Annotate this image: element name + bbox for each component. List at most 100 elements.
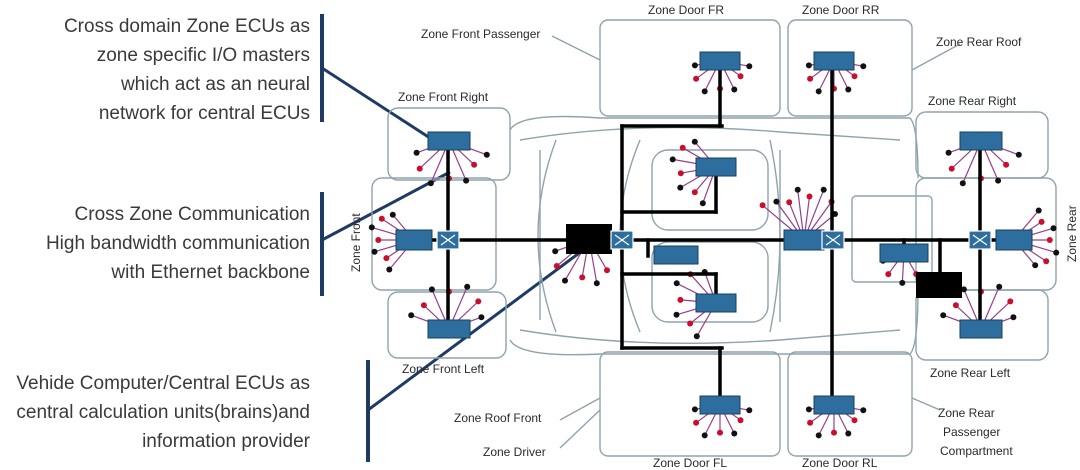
ecu-rear [995,229,1033,251]
sensor-dot [820,186,827,193]
sensor-dot [845,86,852,93]
sensor-dot [475,298,482,305]
label-rear-passenger-2: Passenger [943,425,1000,439]
sensor-dot [478,314,485,321]
sensor-dot [463,177,470,184]
sensor-dot [408,312,415,319]
sensor-dot [677,170,684,177]
switch-rear [968,230,992,250]
ecu-front-left [427,319,471,339]
sensor-dot [677,296,684,303]
sensor-dot [1010,314,1017,321]
label-door-fl: Zone Door FL [653,456,727,470]
sensor-dot [593,280,600,287]
sensor-dot [691,138,698,145]
sensor-dot [673,280,680,287]
sensor-dot [427,180,434,187]
sensor-dot [960,286,967,293]
ecu-roof [653,245,699,265]
sensor-dot [1015,151,1022,158]
sensor-dot [996,283,1003,290]
label-rear-left: Zone Rear Left [930,366,1011,380]
sensor-dot [731,86,738,93]
central-ecu-line-3: information provider [142,431,310,452]
sensor-dot [806,193,813,200]
sensor-dot [413,149,420,156]
sensor-dot [699,200,706,207]
backbone-line-3: with Ethernet backbone [111,262,310,283]
sensor-dot [673,311,680,318]
label-door-fr: Zone Door FR [648,3,724,17]
zone-ecu-annotation: Cross domain Zone ECUs as zone specific … [64,12,310,128]
sensor-dot [807,75,814,82]
sensor-dot [1007,298,1014,305]
sensor-dot [691,189,698,196]
sensor-dot [1043,258,1050,265]
central-ecu-annotation: Vehide Computer/Central ECUs as central … [16,369,310,456]
sensor-dot [693,333,700,340]
sensor-dot [807,419,814,426]
sensor-dot [851,417,858,424]
central-computer-rear [916,272,962,298]
backbone-annotation: Cross Zone Communication High bandwidth … [46,200,310,287]
sensor-dot [693,419,700,426]
ecu-door-fl [699,395,741,415]
zone-ecu-line-1: Cross domain Zone ECUs as [63,16,310,37]
sensor-dot [562,277,568,284]
sensor-dot [940,312,947,319]
ethernet-backbone [418,58,1002,410]
label-front-left: Zone Front Left [402,362,485,376]
sensor-dot [604,267,610,274]
label-front: Zone Front [349,213,363,272]
central-ecu-line-2: central calculation units(brains)and [16,402,310,423]
sensor-dot [389,211,396,218]
label-rear-passenger-3: Compartment [940,444,1013,458]
sensor-dot [731,430,738,437]
sensor-dot [851,73,858,80]
sensor-dot [701,88,708,95]
sensor-dot [471,161,478,168]
central-ecu-line-1: Vehide Computer/Central ECUs as [16,373,310,394]
label-roof-front: Zone Roof Front [454,411,542,425]
backbone-line-1: Cross Zone Communication [74,204,310,225]
sensor-dot [759,202,766,209]
sensor-dot [1038,218,1045,225]
sensor-dot [420,302,427,309]
sensor-dot [1053,249,1060,256]
zone-ecu-line-2: zone specific I/O masters [96,45,310,66]
label-rear-right: Zone Rear Right [928,94,1017,108]
sensor-dot [794,186,801,193]
sensor-dot [845,430,852,437]
sensor-dot [1032,262,1039,269]
sensor-dot [1035,207,1042,214]
sensor-dot [1046,237,1053,243]
ecu-door-rl [813,395,855,415]
sensor-dot [737,73,744,80]
sensor-dot [428,286,435,293]
label-door-rl: Zone Door RL [802,456,878,470]
sensor-dot [737,417,744,424]
sensor-dot [1050,225,1057,232]
sensor-dot [885,271,892,278]
sensor-dot [773,198,780,205]
ecu-driver [695,293,737,313]
label-front-passenger: Zone Front Passenger [421,27,540,41]
ecu-rear-right [959,131,1003,151]
sensor-dot [945,149,952,156]
sensor-dot [952,302,959,309]
sensor-dot [693,75,700,82]
zone-ecus [395,51,1033,415]
ecu-rear-left [959,319,1003,339]
sensor-dot [416,165,423,172]
sensor-dot [669,156,676,163]
sensor-dot [579,274,586,281]
sensor-dot [995,177,1002,184]
sensor-dot [552,248,559,255]
label-front-right: Zone Front Right [398,90,489,104]
sensor-dot [386,266,393,273]
sensor-dot [383,255,390,262]
sensor-dot [1003,161,1010,168]
ecu-door-rr [813,51,855,71]
label-rear-passenger-1: Zone Rear [938,406,995,420]
